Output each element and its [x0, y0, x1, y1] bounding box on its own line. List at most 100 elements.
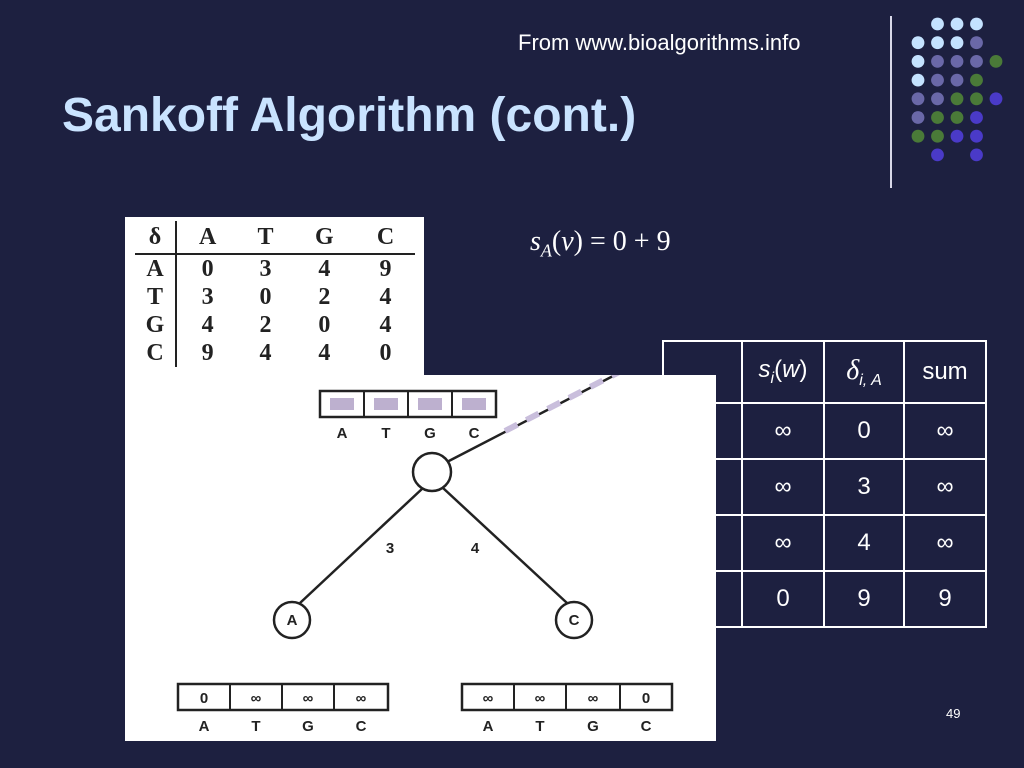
- score-formula: sA(v) = 0 + 9: [530, 226, 671, 262]
- left-leaf-letter: C: [356, 718, 367, 735]
- score-table-header: si(w) δi, A sum: [662, 340, 987, 404]
- right-leaf-letter: A: [483, 718, 494, 735]
- score-sum-value: ∞: [903, 402, 987, 460]
- matrix-row: A 0 3 4 9: [135, 254, 415, 283]
- left-leaf-letter: G: [302, 718, 314, 735]
- right-leaf-score: ∞: [483, 690, 494, 707]
- left-leaf-score: ∞: [303, 690, 314, 707]
- leaf-node-left: [272, 600, 312, 640]
- s-header-open: (: [774, 356, 783, 384]
- right-leaf-letter: C: [641, 718, 652, 735]
- delta-symbol: δ: [135, 221, 177, 255]
- matrix-col-header: G: [292, 221, 357, 255]
- score-table-corner: [662, 340, 743, 404]
- decorative-dot: [950, 92, 964, 106]
- left-leaf-score: ∞: [251, 690, 262, 707]
- score-s-value: ∞: [741, 514, 825, 572]
- decorative-dot: [931, 17, 944, 31]
- root-score-blur: [462, 398, 486, 410]
- page-number: 49: [946, 706, 961, 721]
- score-table-row: C 0 9 9: [662, 570, 987, 628]
- decorative-dot: [931, 111, 944, 124]
- s-header-s: s: [758, 356, 771, 384]
- leaf-left-label: A: [287, 612, 298, 629]
- decorative-dot: [970, 55, 983, 68]
- right-leaf-score: 0: [642, 690, 650, 707]
- right-leaf-letter: T: [535, 718, 544, 735]
- score-sum-value: 9: [903, 570, 987, 628]
- left-leaf-letter: A: [199, 718, 210, 735]
- decorative-dot: [911, 129, 925, 143]
- score-row-label: G: [662, 514, 743, 572]
- decorative-dot: [911, 111, 925, 124]
- left-leaf-letter: T: [251, 718, 260, 735]
- decorative-dot: [970, 111, 983, 124]
- matrix-col-header: C: [356, 221, 415, 255]
- score-delta-value: 4: [823, 514, 905, 572]
- left-leaf-score: 0: [200, 690, 208, 707]
- slide-title: Sankoff Algorithm (cont.): [62, 89, 637, 142]
- decorative-dot: [950, 17, 964, 31]
- right-edge-weight: 4: [471, 540, 480, 557]
- matrix-row: C 9 4 4 0: [135, 339, 415, 367]
- right-leaf-score: ∞: [588, 690, 599, 707]
- formula-subscript: A: [540, 240, 552, 261]
- score-table-row: A ∞ 0 ∞: [662, 402, 987, 460]
- matrix-row-label: G: [135, 311, 177, 339]
- header-divider: [890, 16, 892, 188]
- score-table-row: G ∞ 4 ∞: [662, 514, 987, 572]
- matrix-cell: 0: [318, 311, 331, 338]
- right-edge: [442, 487, 568, 604]
- delta-header-sub: i, A: [859, 371, 882, 389]
- source-credit: From www.bioalgorithms.info: [518, 30, 801, 55]
- tree-diagram: A T G C 3 4 A C 0 ∞ ∞ ∞ A T G C: [176, 375, 674, 735]
- decorative-dot: [970, 92, 983, 106]
- decorative-dot: [950, 55, 964, 68]
- decorative-dot: [989, 92, 1003, 106]
- leaf-right-label: C: [569, 612, 580, 629]
- scoring-matrix-header: δ A T G C: [135, 221, 415, 255]
- left-leaf-score: ∞: [356, 690, 367, 707]
- matrix-row-label: T: [135, 283, 177, 311]
- decorative-dot: [970, 148, 983, 162]
- matrix-cell: 4: [379, 311, 392, 338]
- decorative-dot: [911, 73, 925, 87]
- score-s-value: 0: [741, 570, 825, 628]
- matrix-cell: 4: [201, 311, 214, 338]
- matrix-col-header: A: [176, 221, 239, 255]
- decorative-dot: [931, 92, 944, 106]
- matrix-cell: 9: [379, 255, 392, 282]
- decorative-dot: [911, 92, 925, 106]
- matrix-row-label: A: [135, 254, 177, 283]
- matrix-cell: 4: [318, 255, 331, 282]
- decorative-dot: [970, 17, 983, 31]
- root-letter: C: [469, 425, 480, 442]
- matrix-cell: 4: [318, 339, 331, 366]
- decorative-dot: [931, 73, 944, 87]
- delta-header: δi, A: [823, 340, 905, 404]
- matrix-row-label: C: [135, 339, 177, 367]
- decorative-dot: [950, 129, 964, 143]
- decorative-dot: [950, 111, 964, 124]
- decorative-dot-grid: [911, 17, 1003, 162]
- matrix-cell: 3: [259, 255, 272, 282]
- matrix-cell: 9: [201, 339, 214, 366]
- matrix-cell: 0: [379, 339, 392, 366]
- root-score-blur: [330, 398, 354, 410]
- matrix-cell: 2: [259, 311, 272, 338]
- delta-symbol-header: δ: [846, 354, 860, 386]
- score-s-value: ∞: [741, 458, 825, 516]
- right-leaf-letter: G: [587, 718, 599, 735]
- score-sum-value: ∞: [903, 458, 987, 516]
- decorative-dot: [931, 148, 944, 162]
- s-header: si(w): [741, 340, 825, 404]
- decorative-dot: [950, 36, 964, 50]
- root-score-blur: [418, 398, 442, 410]
- matrix-row: T 3 0 2 4: [135, 283, 415, 311]
- decorative-dot: [931, 129, 944, 143]
- formula-lparen: (: [551, 226, 562, 257]
- matrix-cell: 3: [201, 283, 214, 310]
- scoring-matrix: δ A T G C A 0 3 4 9 T 3 0 2 4 G 4 2 0 4: [135, 221, 415, 367]
- decorative-dot: [970, 73, 983, 87]
- formula-rest: ) = 0 + 9: [573, 226, 671, 257]
